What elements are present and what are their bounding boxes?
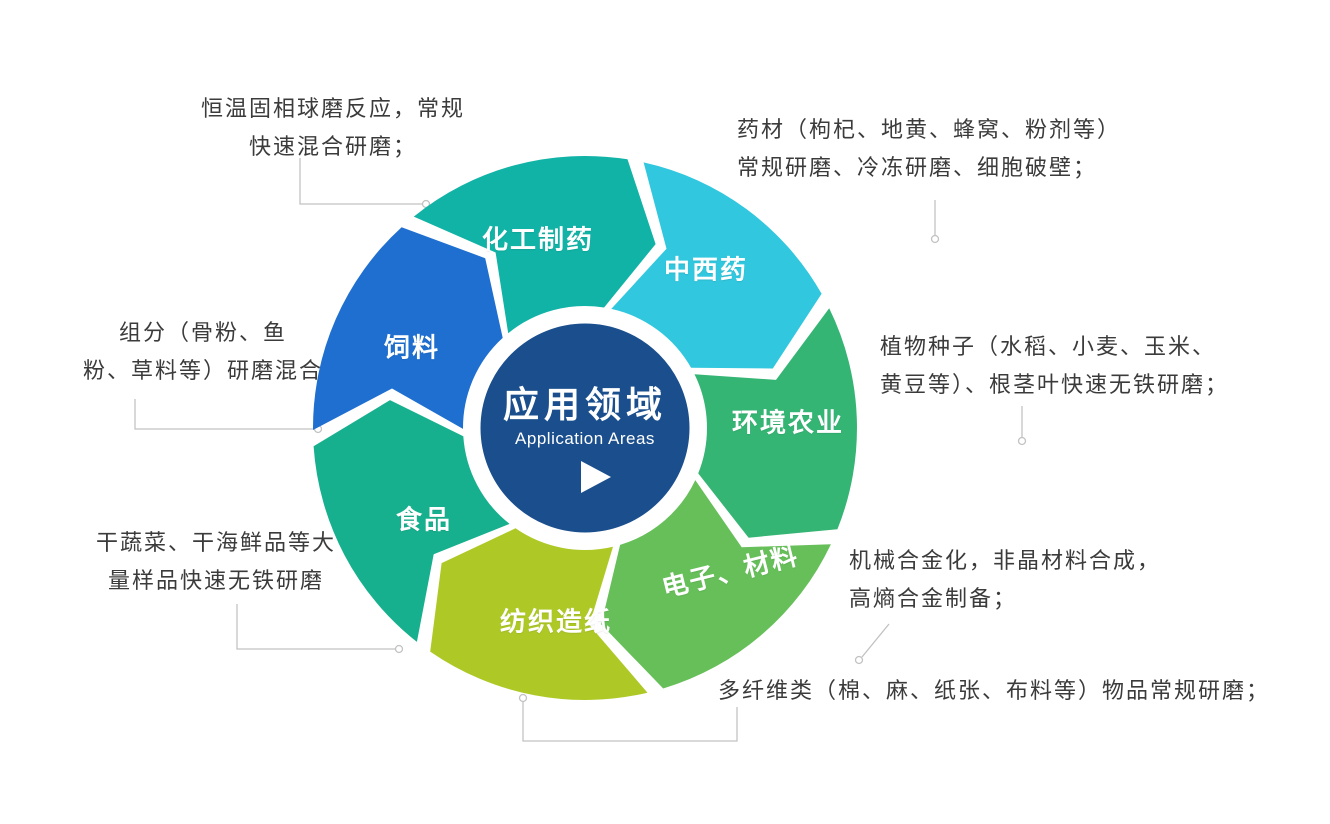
note-electronics-materials: 机械合金化，非晶材料合成， 高熵合金制备； [849,542,1161,618]
segment-electronics-materials-wedge [601,480,831,689]
note-line: 组分（骨粉、鱼 [118,320,287,345]
leader-line-food [236,604,396,650]
note-line: 粉、草料等）研磨混合 [82,358,323,383]
center-circle[interactable] [477,320,693,536]
note-line: 机械合金化，非晶材料合成， [849,548,1162,573]
note-line: 恒温固相球磨反应，常规 [200,96,465,121]
segment-label-chem-pharma: 化工制药 [481,224,595,255]
segment-label-env-agriculture: 环境农业 [731,407,845,438]
note-line: 量样品快速无铁研磨 [107,568,324,593]
leader-node-textile [518,693,528,703]
segment-textile-paper-wedge [430,528,648,700]
center-title: 应用领域 [502,384,668,425]
leader-node-med [930,234,940,244]
leader-line-textile [522,701,738,742]
segment-label-textile-paper: 纺织造纸 [499,606,613,637]
note-textile-paper: 多纤维类（棉、麻、纸张、布料等）物品常规研磨； [718,672,1270,710]
note-food: 干蔬菜、干海鲜品等大 量样品快速无铁研磨 [60,524,372,600]
segment-chinese-western-med-wedge [611,162,822,369]
note-line: 常规研磨、冷冻研磨、细胞破壁； [737,155,1098,180]
segment-label-chinese-western-med: 中西药 [663,254,749,285]
segment-feed-wedge [312,227,503,430]
note-line: 干蔬菜、干海鲜品等大 [95,530,336,555]
note-line: 快速混合研磨； [248,134,417,159]
leader-line-chem [299,158,423,205]
segment-chem-pharma-wedge [413,155,656,334]
note-chem-pharma: 恒温固相球磨反应，常规 快速混合研磨； [168,90,498,166]
note-line: 多纤维类（棉、麻、纸张、布料等）物品常规研磨； [718,678,1271,703]
leader-line-feed [134,399,315,430]
leader-line-elec [861,623,890,658]
leader-node-food [394,644,404,654]
center-subtitle: Application Areas [515,429,655,448]
note-line: 植物种子（水稻、小麦、玉米、 [880,334,1217,359]
note-env-agriculture: 植物种子（水稻、小麦、玉米、 黄豆等）、根茎叶快速无铁研磨； [880,328,1229,404]
segment-label-food: 食品 [395,504,453,535]
leader-lines [134,158,1027,742]
segment-label-feed: 饲料 [383,332,441,363]
leader-node-elec [854,655,864,665]
segment-env-agriculture-wedge [694,308,857,538]
note-chinese-western-med: 药材（枸杞、地黄、蜂窝、粉剂等） 常规研磨、冷冻研磨、细胞破壁； [737,111,1121,187]
note-feed: 组分（骨粉、鱼 粉、草料等）研磨混合 [58,314,348,390]
note-line: 药材（枸杞、地黄、蜂窝、粉剂等） [737,117,1122,142]
play-icon[interactable] [581,461,611,493]
note-line: 高熵合金制备； [849,586,1018,611]
segment-food-wedge [313,400,510,642]
leader-node-agri [1017,436,1027,446]
note-line: 黄豆等）、根茎叶快速无铁研磨； [880,372,1230,397]
center-label-block: 应用领域 Application Areas [503,384,667,450]
